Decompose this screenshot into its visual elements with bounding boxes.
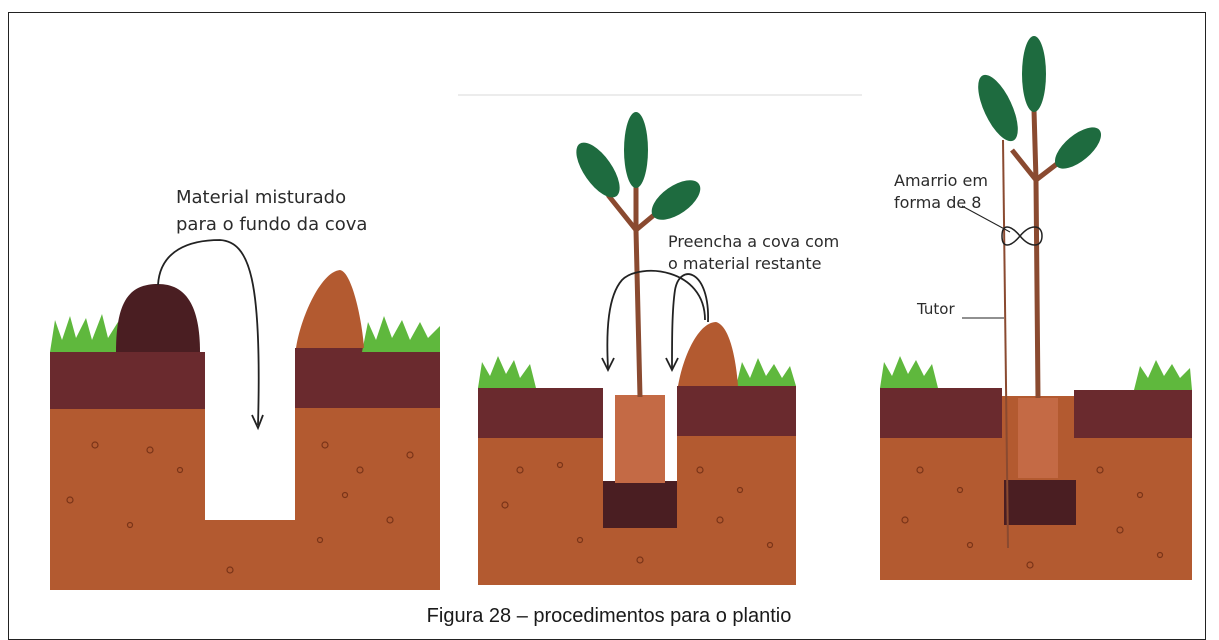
panel-planting: Preencha a cova com o material restante (478, 112, 839, 585)
grass-right (1134, 360, 1192, 390)
label-amarrio-1: Amarrio em (894, 171, 988, 190)
subsoil-layer (478, 435, 796, 585)
topsoil-layer-right (295, 348, 440, 408)
arrowhead-right (665, 357, 679, 373)
topsoil-layer-left (50, 352, 205, 409)
pit-bottom-material (1004, 480, 1076, 525)
soil-specks (901, 466, 1164, 569)
label-fill-pit-2: o material restante (668, 254, 821, 273)
grass-left (478, 356, 536, 388)
leaf-left (576, 142, 620, 198)
fill-arrow-left (606, 269, 706, 369)
leaf-right (1054, 127, 1102, 169)
remaining-soil-pile (296, 270, 364, 348)
panel-stake: Amarrio em forma de 8 Tutor (880, 36, 1192, 580)
label-tutor: Tutor (916, 300, 955, 318)
seedling-stem (606, 170, 662, 398)
leaf-top (1022, 36, 1046, 112)
topsoil-layer-right (677, 386, 796, 436)
figure-caption: Figura 28 – procedimentos para o plantio (427, 605, 792, 627)
tree-stem (1010, 109, 1064, 399)
arrowhead-pit (251, 414, 264, 431)
label-fill-pit-1: Preencha a cova com (668, 232, 839, 251)
leaf-left (978, 74, 1018, 142)
grass-left (50, 314, 124, 352)
topsoil-layer-right (1074, 390, 1192, 438)
label-mixed-material-1: Material misturado (176, 187, 346, 208)
stake-tutor (1002, 139, 1009, 549)
topsoil-layer-left (880, 388, 1002, 438)
soil-specks (66, 441, 414, 574)
label-amarrio-2: forma de 8 (894, 193, 981, 212)
root-ball (615, 395, 665, 483)
leader-amarrio (961, 205, 1011, 233)
grass-right (736, 358, 796, 386)
topsoil-layer-left (478, 388, 603, 438)
leaf-right (651, 180, 701, 220)
panel-open-pit: Material misturado para o fundo da cova (50, 187, 440, 590)
soil-specks (501, 461, 774, 564)
root-ball (1018, 398, 1058, 478)
remaining-soil-pile (678, 322, 738, 386)
leaf-top (624, 112, 648, 188)
fill-arrow-right (671, 273, 709, 369)
label-mixed-material-2: para o fundo da cova (176, 214, 367, 235)
arrowhead-left (601, 357, 615, 373)
arrow-to-pit (157, 239, 260, 426)
pit-bottom-material (603, 481, 677, 528)
subsoil-layer (50, 405, 440, 590)
mixed-material-pile (116, 284, 200, 352)
grass-left (880, 356, 938, 388)
grass-right (362, 316, 440, 352)
